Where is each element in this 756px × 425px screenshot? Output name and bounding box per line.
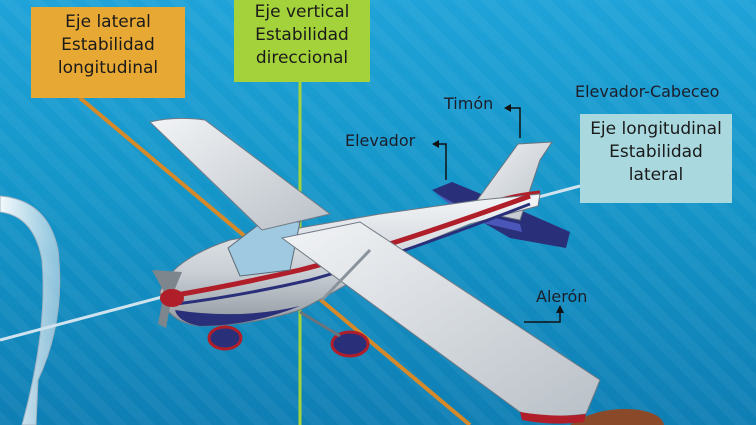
- wing-strut: [320, 248, 372, 302]
- timon-label: Timón: [444, 94, 494, 113]
- aleron-label: Alerón: [536, 287, 588, 306]
- lateral-axis-stability: longitudinal: [57, 58, 159, 78]
- vertical-axis-subtitle: Estabilidad: [255, 25, 349, 45]
- lateral-axis-box: Eje lateral Estabilidad longitudinal: [31, 7, 185, 98]
- longitudinal-axis-title: Eje longitudinal: [590, 119, 722, 139]
- roll-rotation-arrow: [0, 195, 61, 425]
- lateral-axis-subtitle: Estabilidad: [61, 35, 155, 55]
- elevador-label: Elevador: [345, 131, 416, 150]
- wing-left: [148, 117, 332, 231]
- longitudinal-axis-box: Eje longitudinal Estabilidad lateral: [580, 114, 732, 203]
- spinner: [160, 289, 184, 307]
- longitudinal-axis-stability: lateral: [628, 165, 684, 185]
- vertical-axis-box: Eje vertical Estabilidad direccional: [234, 0, 370, 82]
- timon-pointer-icon: [508, 107, 521, 138]
- nose-wheel: [207, 325, 243, 351]
- main-wheel: [330, 330, 370, 358]
- elevador-pointer-icon: [436, 143, 447, 180]
- vertical-axis-title: Eje vertical: [254, 2, 350, 22]
- longitudinal-axis-subtitle: Estabilidad: [609, 142, 703, 162]
- elevador-cabeceo-label: Elevador-Cabeceo: [575, 82, 720, 101]
- aleron-pointer-icon: [524, 310, 561, 323]
- vertical-axis-stability: direccional: [255, 48, 349, 68]
- wing-right: [280, 221, 601, 418]
- lateral-axis-title: Eje lateral: [65, 12, 151, 32]
- pitch-rotation-arrow: [570, 409, 664, 425]
